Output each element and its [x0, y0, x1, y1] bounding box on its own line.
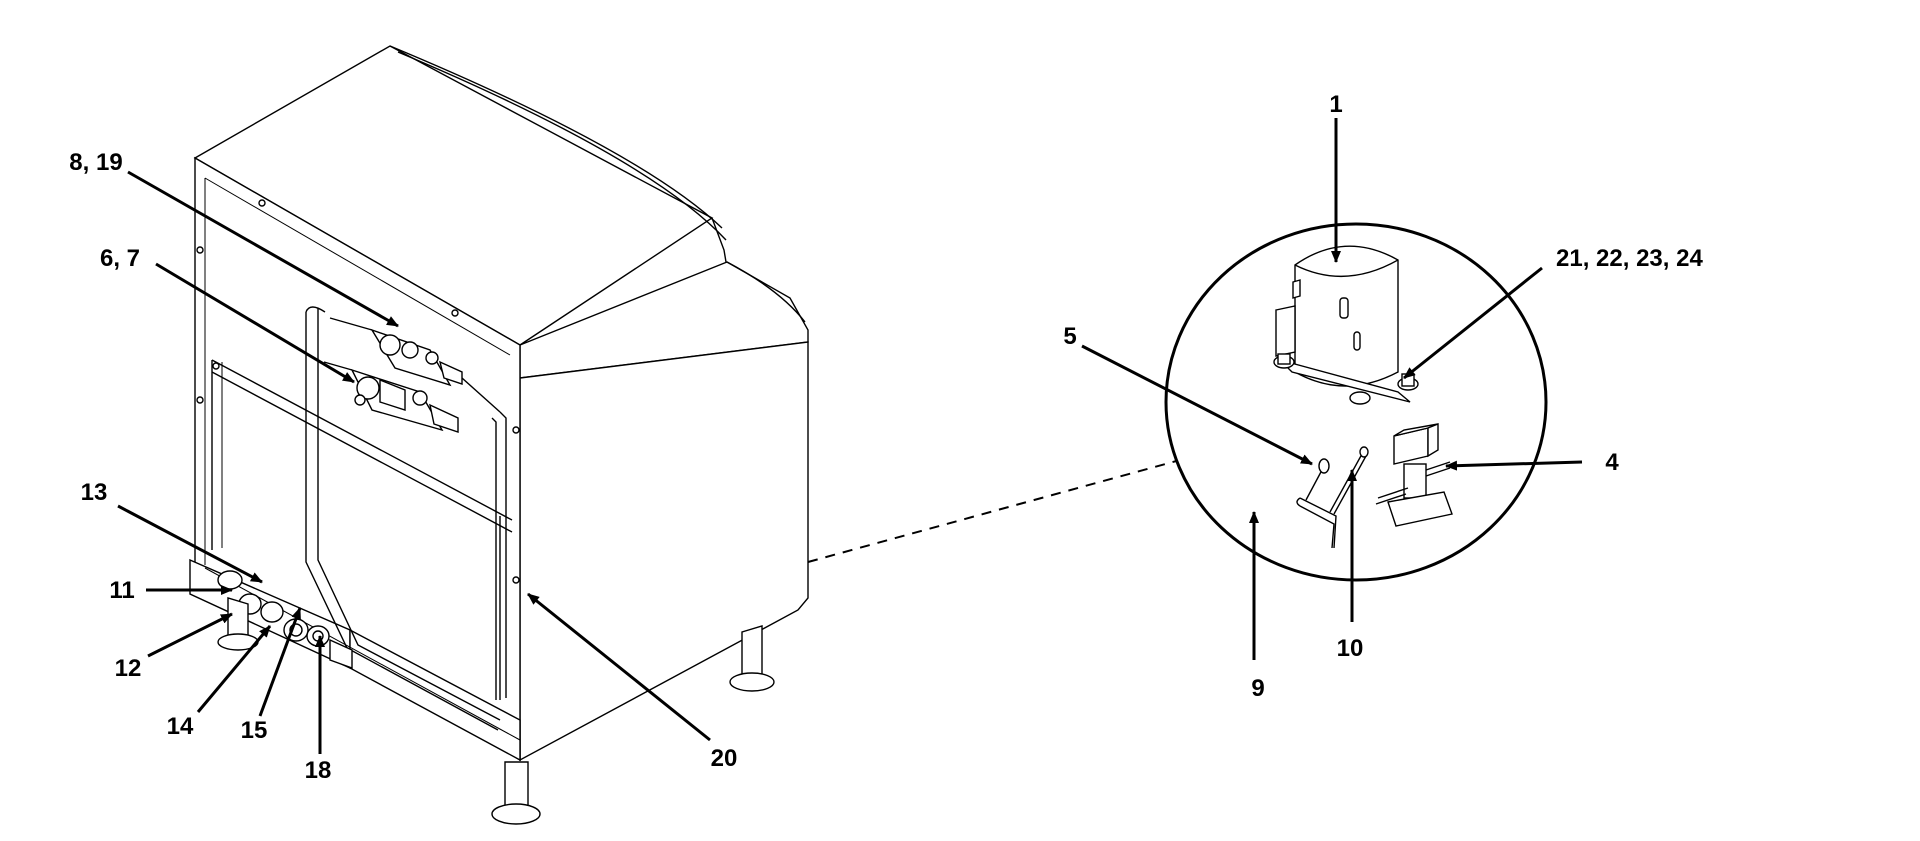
callout-12: 12 — [115, 655, 142, 682]
compressor-detail-view — [1164, 222, 1548, 582]
leader-21-24 — [1403, 266, 1543, 380]
callout-11: 11 — [109, 577, 134, 604]
leader-4 — [1445, 460, 1583, 471]
leader-arrows — [117, 118, 1583, 754]
cabinet-legs — [217, 597, 775, 825]
leader-12 — [147, 612, 233, 658]
callout-18: 18 — [305, 757, 332, 784]
callout-21-24: 21, 22, 23, 24 — [1556, 245, 1703, 272]
ice-machine-cabinet — [189, 45, 809, 825]
callout-1: 1 — [1329, 91, 1342, 118]
water-valve-assembly — [323, 317, 501, 433]
leader-15 — [258, 607, 302, 717]
callout-14: 14 — [167, 713, 194, 740]
callout-8-19: 8, 19 — [69, 149, 122, 176]
leader-5 — [1081, 344, 1313, 466]
leader-13 — [117, 504, 263, 584]
leader-14 — [196, 625, 272, 713]
detail-connector-line — [807, 459, 1181, 563]
refrigerant-tubing — [317, 308, 501, 721]
leader-8-19 — [127, 170, 399, 328]
callout-6-7: 6, 7 — [100, 245, 140, 272]
callout-13: 13 — [81, 479, 108, 506]
callout-9: 9 — [1251, 675, 1264, 702]
callout-15: 15 — [241, 717, 268, 744]
callout-20: 20 — [711, 745, 738, 772]
callout-10: 10 — [1337, 635, 1364, 662]
callout-5: 5 — [1063, 323, 1076, 350]
leader-6-7 — [155, 262, 355, 384]
water-connections — [217, 570, 353, 669]
cabinet-side-panel — [519, 341, 809, 762]
compressor — [1273, 245, 1419, 405]
callout-4: 4 — [1605, 449, 1619, 476]
solenoid-valve — [1375, 422, 1453, 527]
callout-labels: 1 21, 22, 23, 24 5 4 10 9 8, 19 6, 7 13 … — [69, 91, 1703, 784]
sensor-probe-assembly — [1296, 446, 1369, 549]
leader-20 — [527, 592, 711, 742]
